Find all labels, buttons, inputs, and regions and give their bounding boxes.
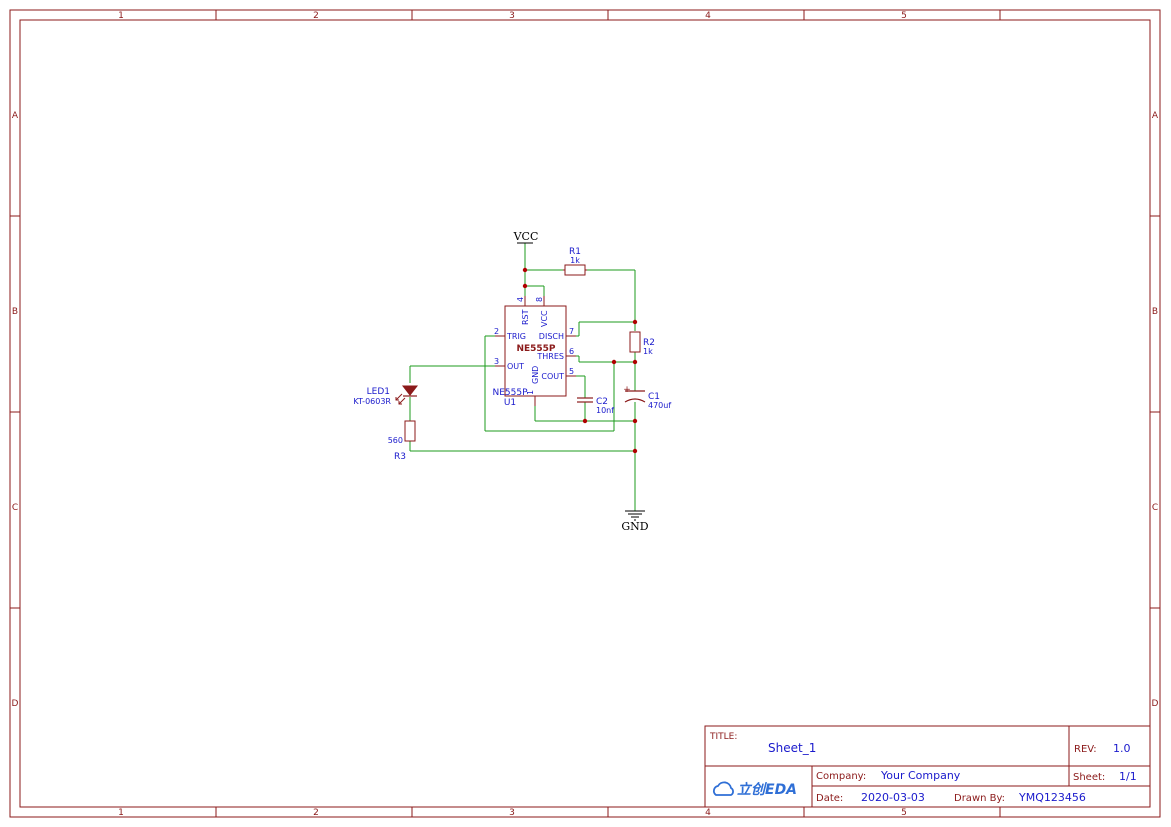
pin-num-5: 5 xyxy=(569,367,574,376)
sheet-value: 1/1 xyxy=(1119,770,1137,783)
sheet-frame xyxy=(9,9,1161,818)
led-emission-arrows-icon xyxy=(395,393,406,405)
company-label: Company: xyxy=(816,771,866,782)
r2-value: 1k xyxy=(643,347,653,356)
frame-col-2-bottom: 2 xyxy=(313,808,319,818)
pin-name-trig: TRIG xyxy=(506,332,526,341)
pin-num-2: 2 xyxy=(494,327,499,336)
pin-name-vcc: VCC xyxy=(540,310,549,327)
cloud-icon xyxy=(713,781,734,796)
date-label: Date: xyxy=(816,793,843,804)
c2-ref: C2 xyxy=(596,397,608,407)
junctions xyxy=(522,267,638,454)
frame-row-b-right: B xyxy=(1152,307,1158,317)
lceda-logo: 立创EDA xyxy=(713,781,797,798)
frame-col-4-top: 4 xyxy=(705,11,711,21)
pin-name-rst: RST xyxy=(521,309,530,325)
frame-row-c-left: C xyxy=(12,503,18,513)
pin-name-cout: COUT xyxy=(541,372,564,381)
r3-ref: R3 xyxy=(394,452,406,462)
resistor-r2[interactable]: R2 1k xyxy=(629,331,655,356)
frame-col-1-top: 1 xyxy=(118,11,124,21)
pin-num-6: 6 xyxy=(569,347,574,356)
drawn-label: Drawn By: xyxy=(954,793,1005,804)
frame-col-3-top: 3 xyxy=(509,11,515,21)
drawn-value: YMQ123456 xyxy=(1018,791,1086,804)
rev-label: REV: xyxy=(1074,744,1097,755)
ic-ref-label: U1 xyxy=(504,398,516,408)
wires xyxy=(409,243,636,511)
gnd-label: GND xyxy=(621,520,648,533)
frame-col-5-bottom: 5 xyxy=(901,808,907,818)
resistor-r3[interactable]: 560 R3 xyxy=(388,420,416,462)
title-value: Sheet_1 xyxy=(768,741,816,755)
r1-ref: R1 xyxy=(569,247,581,257)
c1-ref: C1 xyxy=(648,392,660,402)
r1-value: 1k xyxy=(570,256,580,265)
r3-value: 560 xyxy=(388,436,403,445)
pin-num-8: 8 xyxy=(535,297,544,302)
title-label: TITLE: xyxy=(709,732,737,742)
pin-num-1: 1 xyxy=(526,390,535,395)
pin-num-7: 7 xyxy=(569,327,574,336)
frame-row-c-right: C xyxy=(1152,503,1158,513)
pin-num-4: 4 xyxy=(516,297,525,302)
led1-ref: LED1 xyxy=(367,387,390,397)
frame-row-b-left: B xyxy=(12,307,18,317)
c1-value: 470uf xyxy=(648,401,671,410)
frame-col-4-bottom: 4 xyxy=(705,808,711,818)
date-value: 2020-03-03 xyxy=(861,791,925,804)
ic-part-label: NE555P xyxy=(516,344,555,354)
pin-num-3: 3 xyxy=(494,357,499,366)
frame-col-5-top: 5 xyxy=(901,11,907,21)
led1-value: KT-0603R xyxy=(353,397,391,406)
frame-col-1-bottom: 1 xyxy=(118,808,124,818)
gnd-symbol xyxy=(625,510,645,521)
pin-name-disch: DISCH xyxy=(539,332,564,341)
frame-col-2-top: 2 xyxy=(313,11,319,21)
sheet-label: Sheet: xyxy=(1073,772,1105,783)
c2-value: 10nf xyxy=(596,406,614,415)
frame-row-d-left: D xyxy=(12,699,19,709)
title-block: TITLE: Sheet_1 REV: 1.0 立创EDA Company: Y… xyxy=(704,725,1151,808)
pin-name-out: OUT xyxy=(507,362,524,371)
rev-value: 1.0 xyxy=(1113,742,1131,755)
c1-polarity: + xyxy=(623,385,631,395)
frame-row-a-left: A xyxy=(12,111,19,121)
r2-ref: R2 xyxy=(643,338,655,348)
frame-row-a-right: A xyxy=(1152,111,1159,121)
pin-name-thres: THRES xyxy=(536,352,564,361)
resistor-r1[interactable]: R1 1k xyxy=(563,247,587,276)
vcc-symbol: VCC xyxy=(513,230,539,244)
capacitor-c2[interactable]: C2 10nf xyxy=(577,397,614,415)
capacitor-c1[interactable]: + C1 470uf xyxy=(623,385,671,410)
led-led1[interactable]: LED1 KT-0603R xyxy=(353,385,419,406)
ne555-ic[interactable]: NE555P TRIG OUT DISCH THRES COUT RST VCC… xyxy=(492,296,576,408)
frame-col-3-bottom: 3 xyxy=(509,808,515,818)
ic-value-label: NE555P xyxy=(492,388,528,398)
pin-name-gnd: GND xyxy=(531,366,540,384)
logo-text: 立创EDA xyxy=(737,781,797,798)
vcc-label: VCC xyxy=(513,230,539,243)
frame-row-d-right: D xyxy=(1152,699,1159,709)
company-value: Your Company xyxy=(880,769,961,782)
